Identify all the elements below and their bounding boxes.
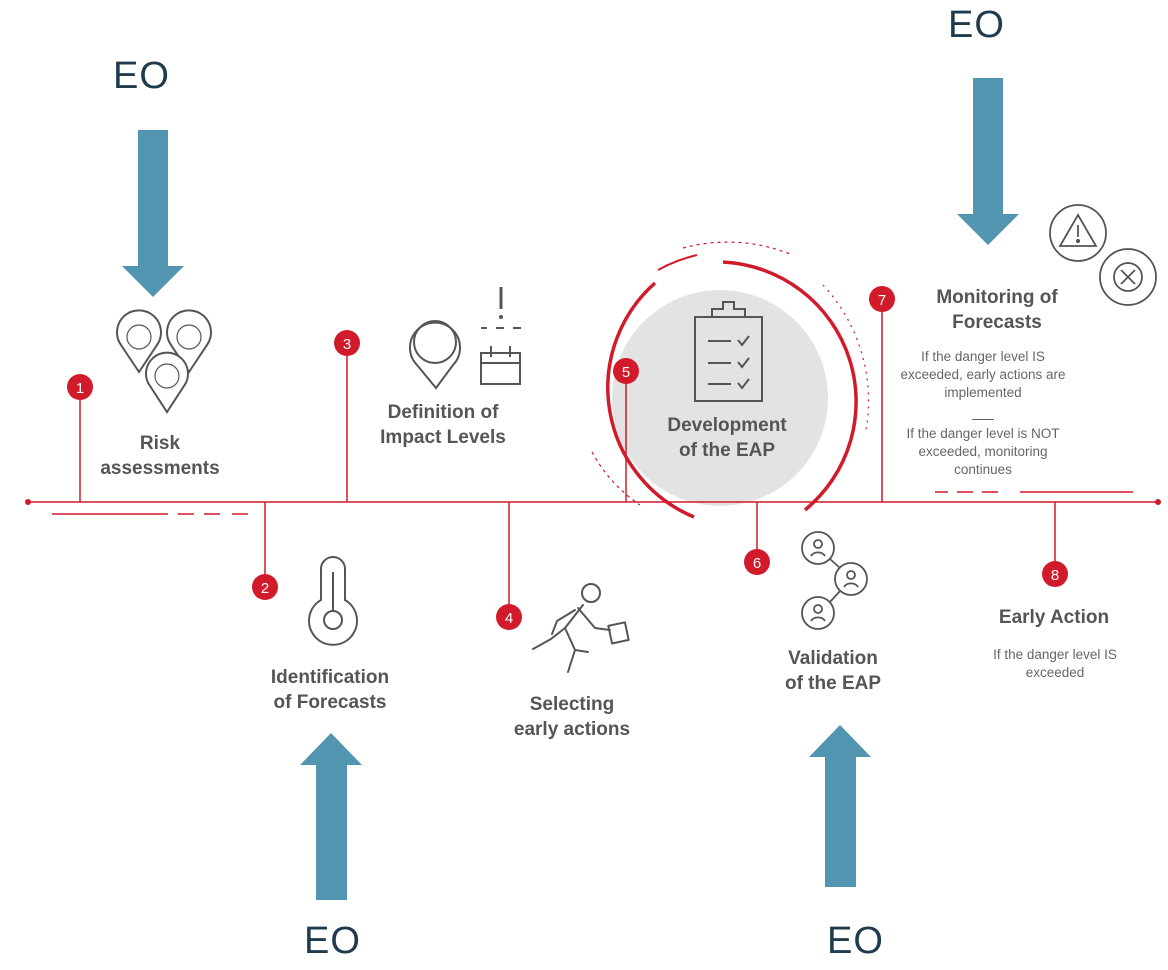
map-pins-icon [116, 309, 212, 414]
thermometer-icon [308, 556, 358, 646]
monitoring-note-divider [972, 419, 994, 420]
eo-label-top-left: EO [113, 55, 170, 97]
eo-arrow-up-2 [809, 725, 871, 887]
step-connectors [79, 308, 1056, 608]
eo-label-bottom-left: EO [304, 920, 361, 962]
step-badge-2: 2 [252, 574, 278, 600]
warning-cancel-icon [1049, 204, 1157, 306]
timeline-dashes [52, 491, 1133, 515]
eo-arrow-down-2 [957, 78, 1019, 245]
step-number-8: 8 [1051, 567, 1059, 584]
step-badge-3: 3 [334, 330, 360, 356]
step-badge-6: 6 [744, 549, 770, 575]
step-number-1: 1 [76, 380, 84, 397]
step-number-2: 2 [261, 580, 269, 597]
step-number-3: 3 [343, 336, 351, 353]
step-label-8: Early Action [998, 607, 1110, 628]
clipboard-checklist-icon [694, 301, 763, 402]
step-number-4: 4 [505, 610, 513, 627]
monitoring-note-exceeded: If the danger level IS exceeded, early a… [900, 349, 1066, 401]
step-badge-7: 7 [869, 286, 895, 312]
people-network-icon [801, 531, 868, 630]
eo-arrow-down-1 [122, 130, 184, 297]
step-number-5: 5 [622, 364, 630, 381]
development-highlight-circle [612, 290, 828, 506]
step-number-6: 6 [753, 555, 761, 572]
pin-calendar-icon [409, 287, 521, 390]
running-person-icon [532, 583, 630, 673]
monitoring-note-not-exceeded: If the danger level is NOT exceeded, mon… [906, 426, 1060, 478]
eo-arrow-up-1 [300, 733, 362, 900]
timeline-start-dot [25, 499, 31, 505]
eo-label-top-right: EO [948, 4, 1005, 46]
step-badge-5: 5 [613, 358, 639, 384]
eo-label-bottom-right: EO [827, 920, 884, 962]
step-number-7: 7 [878, 292, 886, 309]
timeline-end-dot [1155, 499, 1161, 505]
step-badge-4: 4 [496, 604, 522, 630]
development-arcs [591, 241, 870, 519]
step-badge-8: 8 [1042, 561, 1068, 587]
early-action-note: If the danger level IS exceeded [993, 647, 1117, 681]
step-badge-1: 1 [67, 374, 93, 400]
